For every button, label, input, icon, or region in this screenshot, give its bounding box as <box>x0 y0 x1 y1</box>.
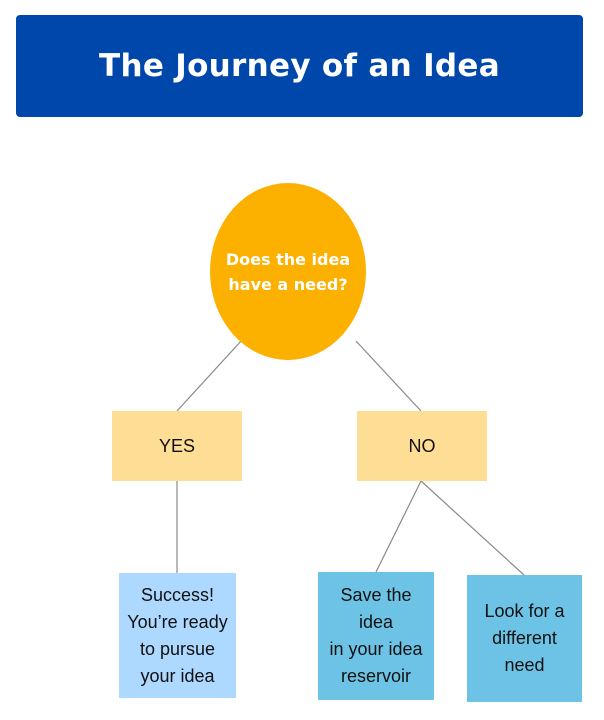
connector-decision-yes <box>176 339 243 412</box>
save-idea-outcome-text: Save the idea in your idea reservoir <box>329 585 423 686</box>
different-need-outcome-text: Look for a different need <box>484 601 565 675</box>
yes-node: YES <box>112 411 242 481</box>
connector-decision-no <box>355 340 422 412</box>
no-label: NO <box>408 435 436 456</box>
yes-label: YES <box>158 435 196 456</box>
different-need-outcome-node: Look for a different need <box>467 575 582 702</box>
success-outcome-text: Success! You’re ready to pursue your ide… <box>127 584 228 686</box>
decision-question: Does the idea have a need? <box>225 249 351 294</box>
save-idea-outcome-node: Save the idea in your idea reservoir <box>318 572 434 700</box>
page-title: The Journey of an Idea <box>99 48 500 84</box>
decision-node: Does the idea have a need? <box>210 183 366 360</box>
connector-no-save <box>375 480 422 573</box>
success-outcome-node: Success! You’re ready to pursue your ide… <box>119 573 236 698</box>
connector-no-look <box>420 480 525 576</box>
no-node: NO <box>357 411 487 481</box>
title-banner: The Journey of an Idea <box>16 15 583 117</box>
